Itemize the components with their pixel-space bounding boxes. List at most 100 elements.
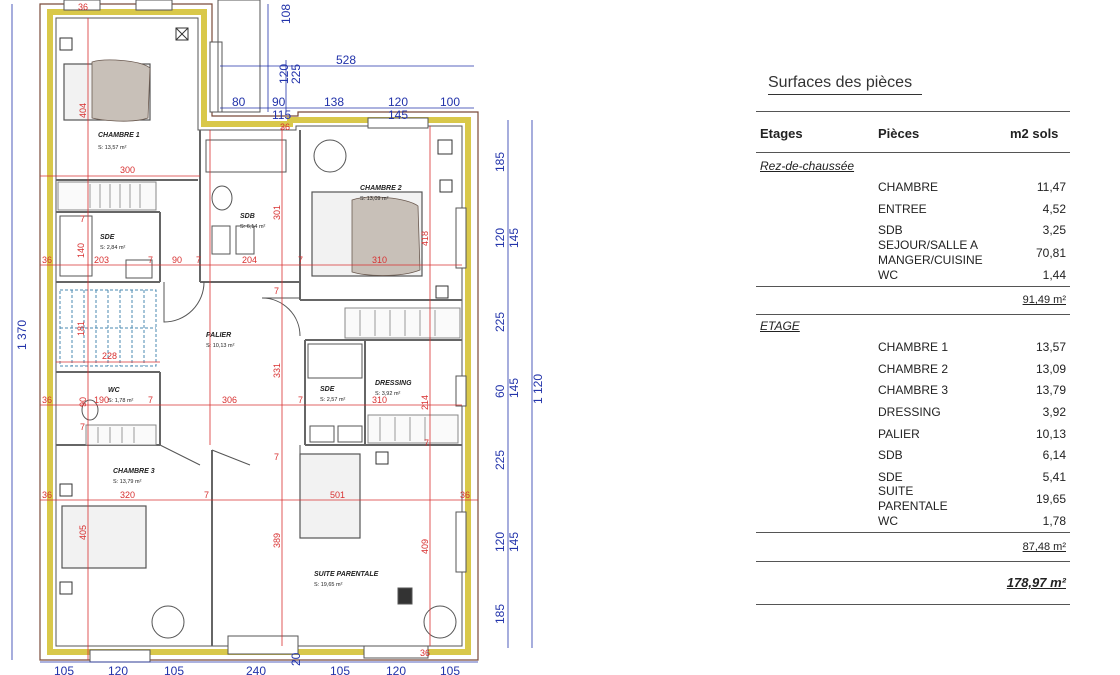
dim-label: 409 bbox=[420, 539, 430, 554]
dim-label: 528 bbox=[336, 53, 356, 67]
section-etage: ETAGE bbox=[760, 319, 800, 333]
dim-label: 145 bbox=[507, 228, 521, 248]
room-label: WC bbox=[878, 514, 898, 528]
dim-label: 145 bbox=[507, 532, 521, 552]
dim-label: 214 bbox=[420, 395, 430, 410]
room-label: SDE bbox=[878, 470, 903, 484]
room-label-line2: MANGER/CUISINE bbox=[878, 253, 983, 267]
dim-label: 190 bbox=[94, 395, 109, 405]
room-area: S: 1,78 m² bbox=[108, 398, 134, 404]
header-m2: m2 sols bbox=[1010, 126, 1059, 141]
room-value: 19,65 bbox=[1035, 492, 1066, 506]
room-area: S: 2,84 m² bbox=[100, 245, 126, 251]
room-value: 13,79 bbox=[1035, 383, 1066, 397]
dim-label: 389 bbox=[272, 533, 282, 548]
dim-label: 310 bbox=[372, 255, 387, 265]
room-label: DRESSING bbox=[878, 405, 941, 419]
room-area: S: 2,57 m² bbox=[320, 397, 346, 403]
room-area: S: 13,57 m² bbox=[98, 145, 127, 151]
room-name: DRESSING bbox=[375, 380, 412, 387]
room-value: 3,25 bbox=[1042, 223, 1066, 237]
dim-label: 90 bbox=[78, 397, 88, 407]
dim-label: 203 bbox=[94, 255, 109, 265]
dim-label: 80 bbox=[232, 95, 246, 109]
dim-label: 300 bbox=[120, 165, 135, 175]
dim-label: 100 bbox=[440, 95, 460, 109]
dim-label: 306 bbox=[222, 395, 237, 405]
dim-label: 105 bbox=[440, 664, 460, 675]
header-etages: Etages bbox=[760, 126, 803, 141]
room-value: 13,57 bbox=[1035, 340, 1066, 354]
table-title: Surfaces des pièces bbox=[768, 74, 923, 95]
room-name: SDB bbox=[240, 213, 255, 220]
room-value: 70,81 bbox=[1035, 246, 1066, 260]
windows bbox=[63, 0, 467, 663]
dim-label: 90 bbox=[172, 255, 182, 265]
room-name: SDE bbox=[320, 386, 335, 393]
fixtures bbox=[59, 139, 457, 639]
divider bbox=[756, 314, 1070, 315]
red-dimensions: 36 300 404 301 418 36 203 7 90 7 204 7 3… bbox=[42, 2, 470, 658]
divider bbox=[756, 532, 1070, 533]
dim-label: 185 bbox=[493, 604, 507, 624]
room-area: S: 10,13 m² bbox=[206, 343, 235, 349]
dim-label: 108 bbox=[279, 4, 293, 24]
room-area: S: 13,09 m² bbox=[360, 196, 389, 202]
bed-covers bbox=[91, 59, 421, 276]
divider bbox=[756, 152, 1070, 153]
divider bbox=[756, 111, 1070, 112]
room-value: 13,09 bbox=[1035, 362, 1066, 376]
doors bbox=[159, 281, 301, 475]
dim-label: 36 bbox=[42, 395, 52, 405]
room-label: SDB bbox=[878, 223, 903, 237]
dim-label: 115 bbox=[272, 108, 291, 122]
dim-label: 145 bbox=[507, 378, 521, 398]
subtotal: 87,48 m² bbox=[1022, 541, 1066, 553]
room-label: SDB bbox=[878, 448, 903, 462]
room-name: CHAMBRE 1 bbox=[98, 132, 140, 139]
room-value: 10,13 bbox=[1035, 427, 1066, 441]
dim-label: 301 bbox=[272, 205, 282, 220]
dim-label: 120 bbox=[108, 664, 128, 675]
dim-label: 36 bbox=[420, 648, 430, 658]
dim-label: 145 bbox=[388, 108, 408, 122]
dim-label: 36 bbox=[42, 255, 52, 265]
staircase bbox=[59, 289, 157, 367]
room-name: SDE bbox=[100, 234, 115, 241]
dim-label: 7 bbox=[298, 395, 303, 405]
dim-label: 36 bbox=[78, 2, 88, 12]
room-value: 1,78 bbox=[1042, 514, 1066, 528]
room-name: SUITE PARENTALE bbox=[314, 571, 379, 578]
red-dimension-lines bbox=[40, 18, 478, 660]
room-labels: CHAMBRE 1 S: 13,57 m² CHAMBRE 2 S: 13,09… bbox=[98, 132, 412, 588]
dim-label: 120 bbox=[277, 64, 291, 84]
dim-label: 60 bbox=[493, 384, 507, 398]
dim-label: 1 370 bbox=[15, 320, 29, 350]
dim-label: 331 bbox=[272, 363, 282, 378]
dim-label: 7 bbox=[80, 422, 85, 432]
room-label: ENTREE bbox=[878, 202, 927, 216]
room-area: S: 6,14 m² bbox=[240, 224, 266, 230]
room-name: CHAMBRE 2 bbox=[360, 185, 402, 192]
dim-label: 501 bbox=[330, 490, 345, 500]
section-rdc: Rez-de-chaussée bbox=[760, 159, 855, 173]
dim-label: 185 bbox=[493, 152, 507, 172]
dim-label: 20 bbox=[289, 652, 303, 666]
room-value: 3,92 bbox=[1042, 405, 1066, 419]
dim-label: 228 bbox=[102, 351, 117, 361]
dim-label: 120 bbox=[493, 532, 507, 552]
divider bbox=[756, 561, 1070, 562]
room-value: 1,44 bbox=[1042, 268, 1066, 282]
interior-walls bbox=[56, 130, 462, 646]
room-name: WC bbox=[108, 387, 121, 394]
header-pieces: Pièces bbox=[878, 126, 920, 141]
room-value: 6,14 bbox=[1042, 448, 1066, 462]
dim-label: 120 bbox=[386, 664, 406, 675]
dim-label: 405 bbox=[78, 525, 88, 540]
floor-plan: CHAMBRE 1 S: 13,57 m² CHAMBRE 2 S: 13,09… bbox=[11, 0, 545, 675]
room-label: CHAMBRE bbox=[878, 180, 939, 194]
blue-dimension-lines bbox=[11, 4, 533, 663]
room-area: S: 3,92 m² bbox=[375, 391, 401, 397]
room-label: SUITE bbox=[878, 484, 914, 498]
dim-label: 204 bbox=[242, 255, 257, 265]
